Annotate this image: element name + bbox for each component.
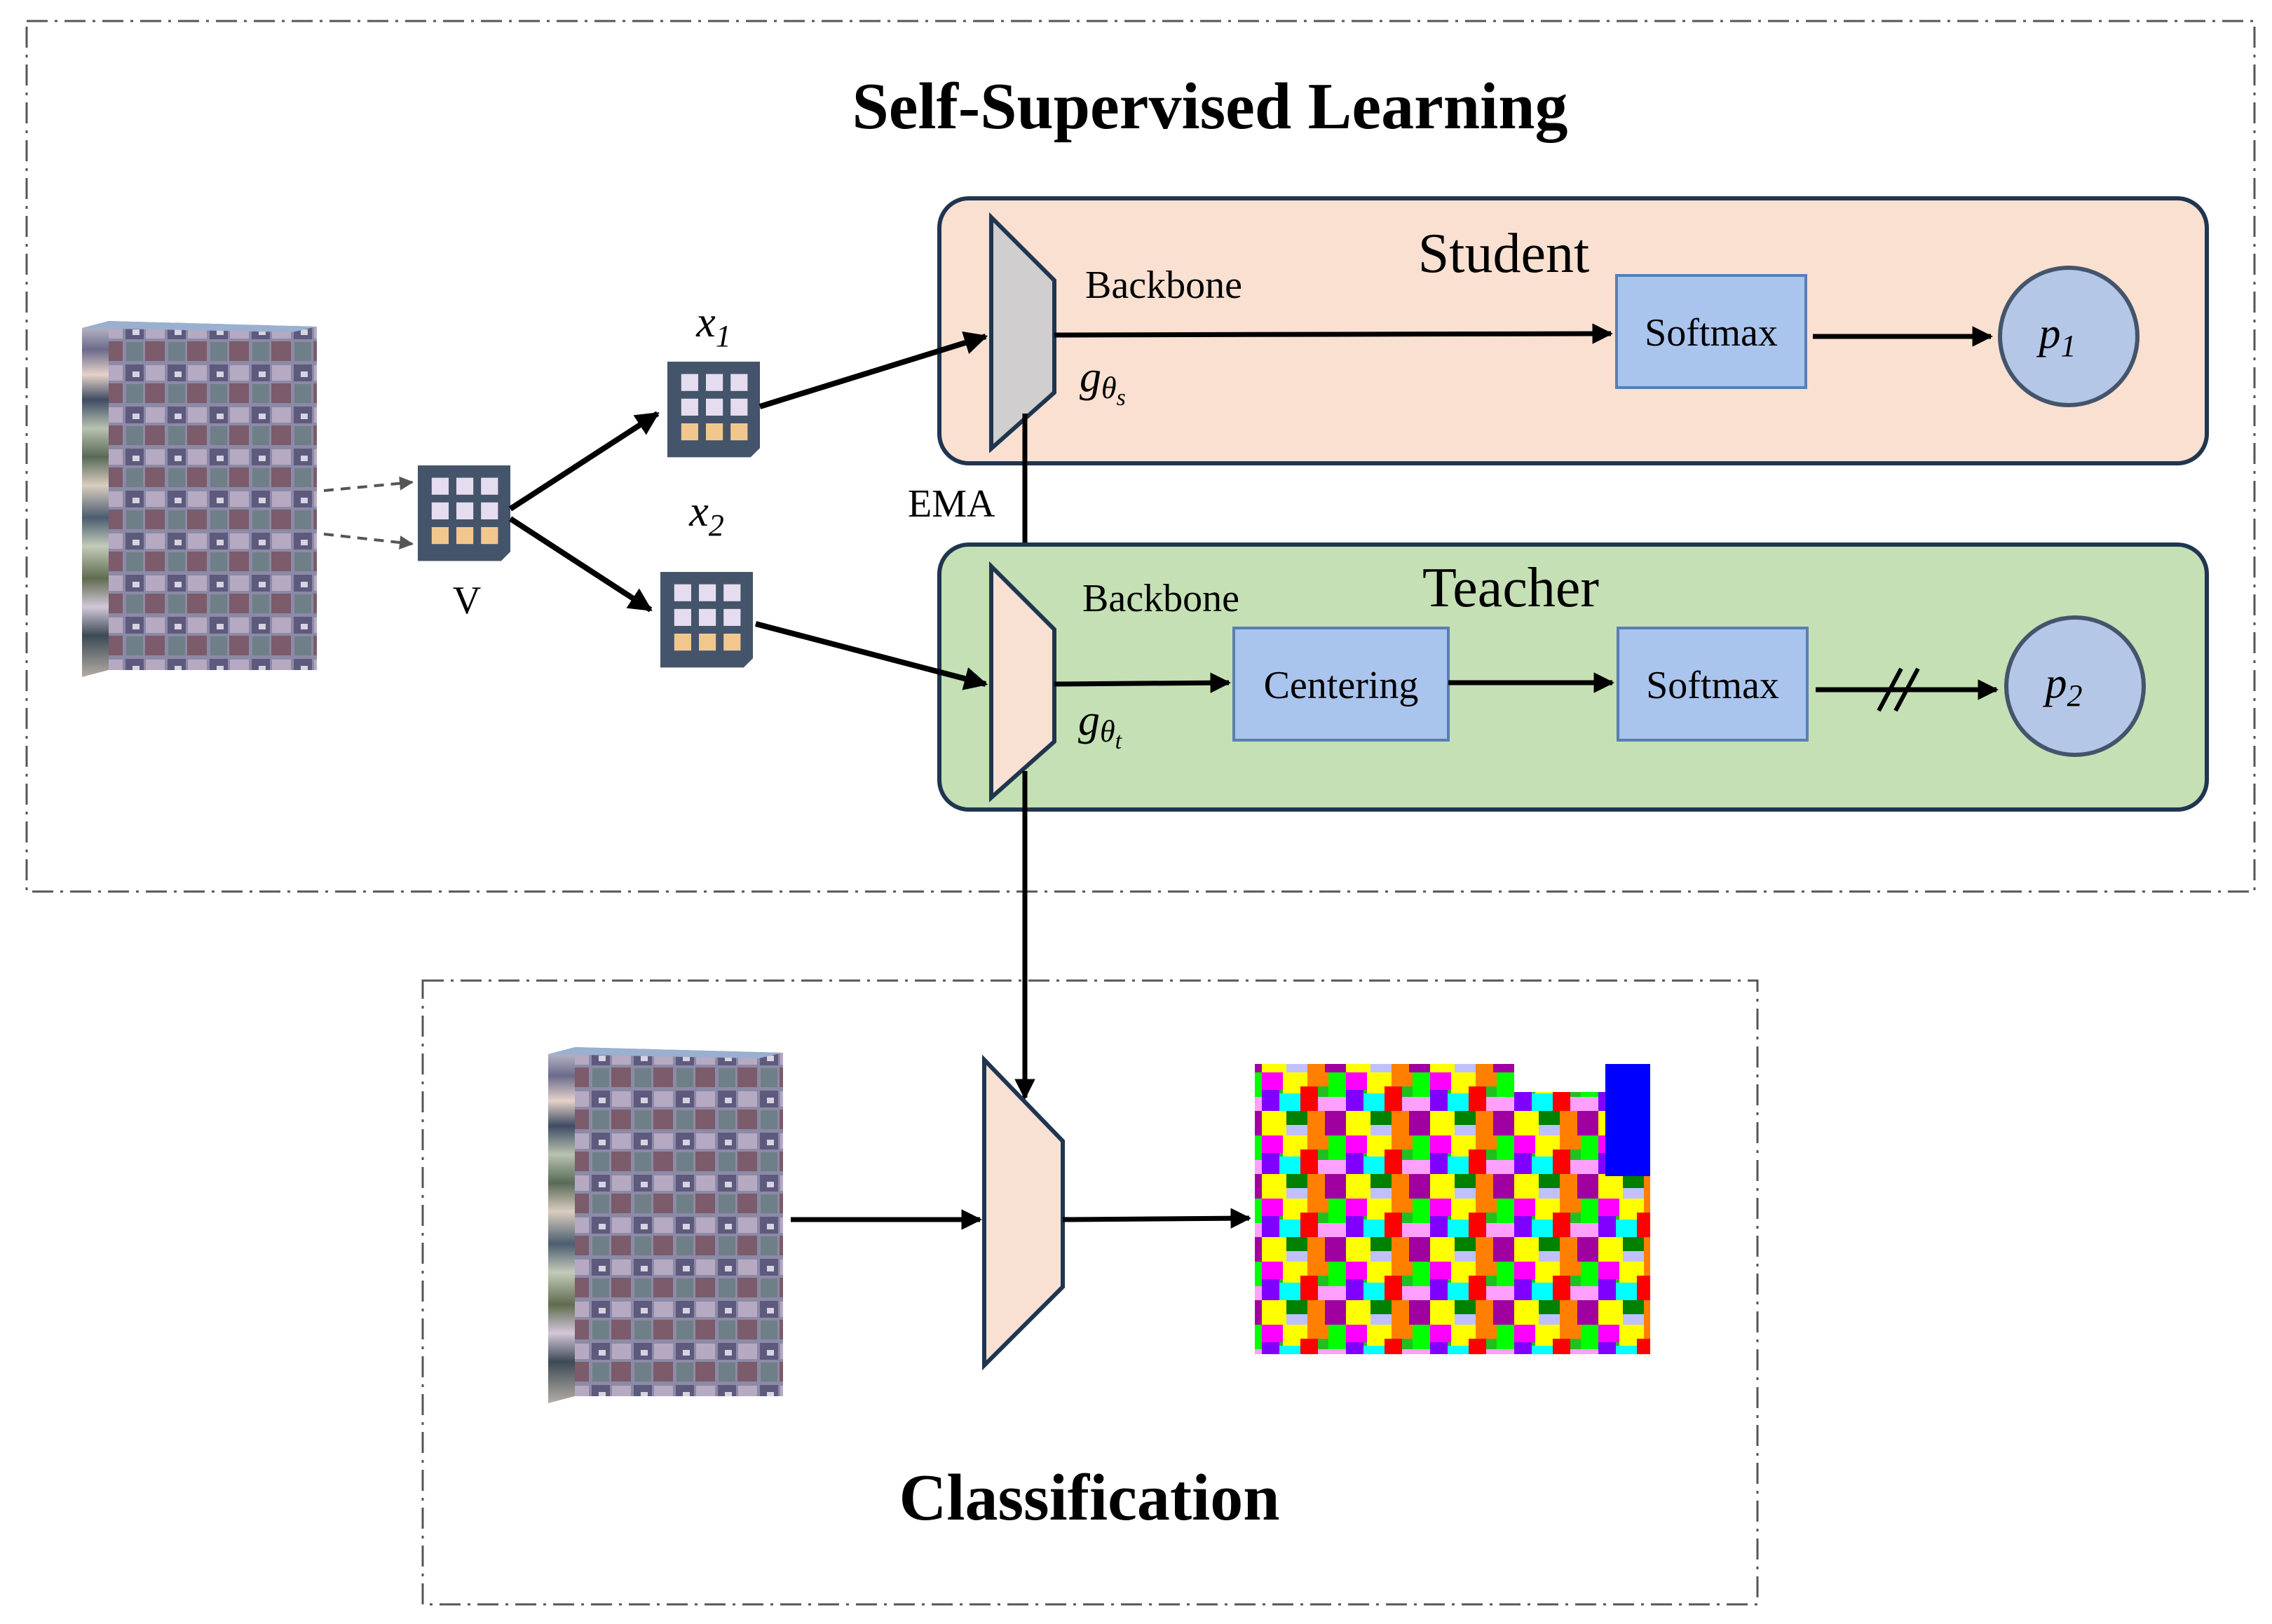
arrow-v-to-x1 xyxy=(508,411,660,512)
patch-x1-icon xyxy=(667,362,760,458)
classification-map-image xyxy=(1255,1064,1650,1354)
student-backbone-encoder xyxy=(989,212,1056,453)
student-output-label: p1 xyxy=(2036,310,2076,363)
teacher-output-p2 xyxy=(2004,615,2146,757)
teacher-softmax-label: Softmax xyxy=(1646,664,1779,707)
arrow-cube-to-v-bottom xyxy=(323,533,414,550)
student-title: Student xyxy=(1418,223,1589,285)
student-output-p1 xyxy=(1998,266,2140,407)
student-panel xyxy=(937,196,2209,465)
ema-label: EMA xyxy=(908,482,995,526)
arrow-x2-to-teacher xyxy=(754,621,988,690)
teacher-centering-block xyxy=(1232,627,1450,742)
classification-title: Classification xyxy=(899,1461,1279,1534)
teacher-centering-label: Centering xyxy=(1264,664,1419,707)
student-backbone-label: Backbone xyxy=(1085,264,1242,307)
arrow-v-to-x2 xyxy=(508,516,653,613)
arrow-teacher-backbone-to-centering xyxy=(1054,672,1231,693)
patch-v-icon xyxy=(418,465,510,561)
classifier-encoder xyxy=(982,1054,1065,1371)
teacher-output-label: p2 xyxy=(2043,660,2083,713)
teacher-softmax-block xyxy=(1617,627,1809,742)
student-function-label: gθs xyxy=(1080,353,1126,411)
student-softmax-block xyxy=(1615,274,1807,389)
ssl-title: Self-Supervised Learning xyxy=(852,70,1567,143)
teacher-panel xyxy=(937,543,2209,812)
patch-x2-label: x2 xyxy=(688,488,724,543)
hsi-cube-classification xyxy=(547,1046,784,1406)
arrow-cube-to-v-top xyxy=(323,476,414,492)
hsi-cube-input xyxy=(81,320,318,680)
arrow-x1-to-student xyxy=(759,331,988,409)
arrow-classifier-to-map xyxy=(1062,1208,1251,1229)
patch-x1-label: x1 xyxy=(695,299,731,353)
teacher-backbone-label: Backbone xyxy=(1082,577,1239,620)
arrow-student-backbone-to-softmax xyxy=(1054,323,1613,344)
teacher-backbone-encoder xyxy=(989,561,1056,803)
teacher-function-label: gθt xyxy=(1078,697,1123,754)
classification-group-border xyxy=(421,979,1759,1606)
patch-v-label: V xyxy=(453,579,481,622)
stop-gradient-mark xyxy=(1877,667,1920,712)
student-softmax-label: Softmax xyxy=(1645,311,1778,355)
ssl-group-border xyxy=(25,20,2256,893)
patch-x2-icon xyxy=(660,572,753,668)
teacher-title: Teacher xyxy=(1422,557,1599,619)
